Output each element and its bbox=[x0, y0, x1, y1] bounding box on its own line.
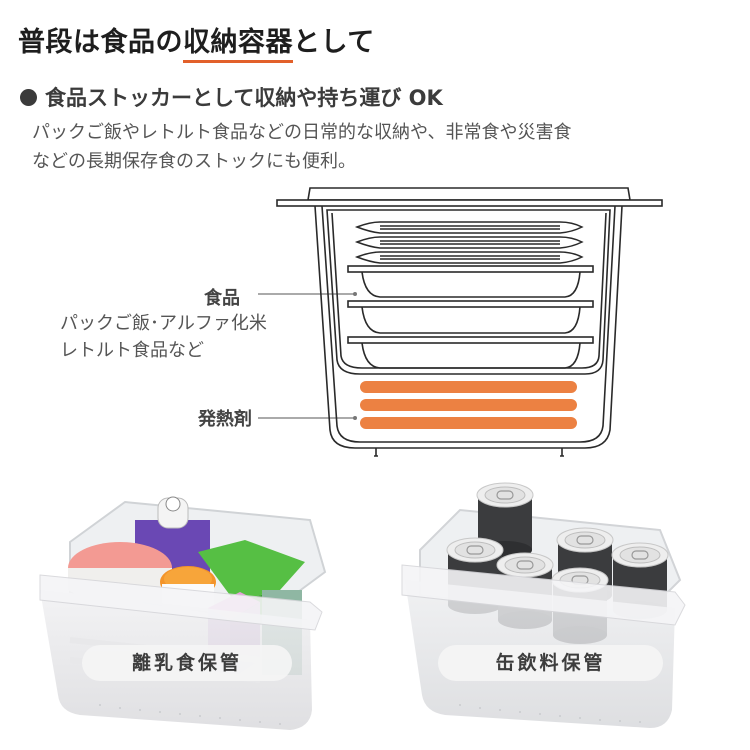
title-suffix: として bbox=[293, 27, 375, 58]
description-line: などの長期保存食のストックにも便利。 bbox=[32, 151, 356, 172]
food-detail-line: パックご飯･アルファ化米 bbox=[60, 313, 267, 334]
container-cross-section-diagram bbox=[276, 187, 663, 457]
title-prefix: 普段は食品の bbox=[18, 27, 183, 58]
photo-baby-food-storage bbox=[39, 496, 327, 730]
caption-badge-baby-food: 離乳食保管 bbox=[82, 645, 292, 681]
description-line: パックご飯やレトルト食品などの日常的な収納や、非常食や災害食 bbox=[32, 122, 572, 143]
bullet-icon bbox=[20, 89, 37, 106]
food-detail-line: レトルト食品など bbox=[60, 340, 204, 361]
title-highlight: 収納容器 bbox=[183, 20, 293, 63]
photo-canned-drink-storage bbox=[401, 482, 686, 728]
rice-trays bbox=[347, 265, 594, 369]
feature-heading: 食品ストッカーとして収納や持ち運び OK bbox=[20, 82, 443, 112]
label-heater: 発熱剤 bbox=[198, 409, 252, 430]
heater-bars bbox=[360, 381, 577, 429]
label-food: 食品 bbox=[204, 288, 240, 309]
feature-heading-text: 食品ストッカーとして収納や持ち運び OK bbox=[45, 86, 443, 110]
retort-pouches bbox=[354, 221, 584, 264]
label-food-detail: パックご飯･アルファ化米 レトルト食品など bbox=[60, 310, 300, 364]
page-title: 普段は食品の収納容器として bbox=[18, 20, 375, 63]
caption-badge-canned-drinks: 缶飲料保管 bbox=[438, 645, 663, 681]
feature-description: パックご飯やレトルト食品などの日常的な収納や、非常食や災害食 などの長期保存食の… bbox=[32, 118, 571, 176]
